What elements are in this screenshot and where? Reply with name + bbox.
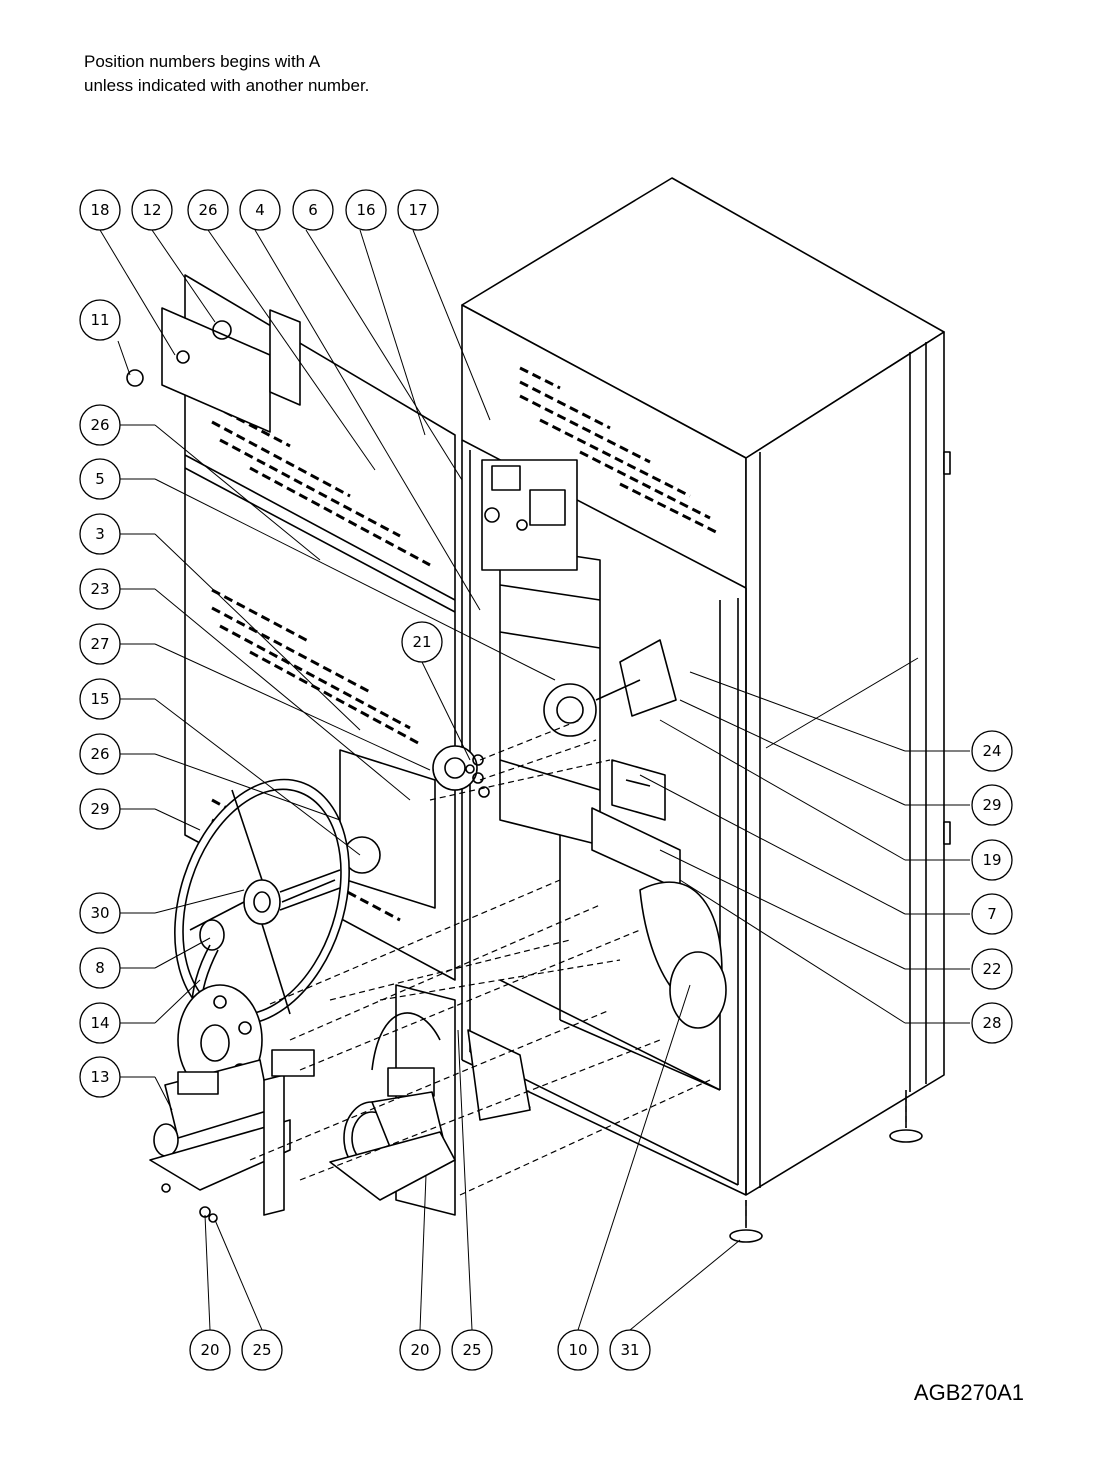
drum-pulley [174,778,350,1026]
fasteners [161,764,490,1223]
callout-label: 7 [987,905,997,923]
callout-label: 18 [90,201,109,219]
callout-bubble: 26 [79,404,121,446]
callout-bubble: 16 [345,189,387,231]
callout-bubble: 12 [131,189,173,231]
callouts-left: 11 26 5 3 23 27 15 26 29 30 8 14 13 [79,299,121,1098]
callout-bubble: 27 [79,623,121,665]
callout-label: 12 [142,201,161,219]
callout-label: 6 [308,201,318,219]
callout-bubble: 11 [79,299,121,341]
callouts-top: 18 12 26 4 6 16 17 [79,189,439,231]
callout-label: 31 [620,1341,639,1359]
callout-label: 23 [90,580,109,598]
callout-label: 25 [252,1341,271,1359]
callout-bubble: 25 [241,1329,283,1371]
callout-bubble: 3 [79,513,121,555]
callout-label: 4 [255,201,265,219]
callout-bubble: 24 [971,730,1013,772]
callout-label: 15 [90,690,109,708]
callout-bubble: 17 [397,189,439,231]
callout-bubble: 26 [79,733,121,775]
callout-bubble: 6 [292,189,334,231]
callout-bubble: 23 [79,568,121,610]
callout-label: 22 [982,960,1001,978]
callout-label: 3 [95,525,105,543]
callout-bubble: 31 [609,1329,651,1371]
callout-label: 19 [982,851,1001,869]
callout-label: 13 [90,1068,109,1086]
fan-motor [329,984,531,1216]
callout-label: 11 [90,311,109,329]
callout-label: 29 [90,800,109,818]
callout-bubble: 22 [971,948,1013,990]
callout-label: 17 [408,201,427,219]
callout-label: 26 [90,745,109,763]
callout-bubble: 10 [557,1329,599,1371]
callout-bubble: 21 [401,621,443,663]
drum-motor [149,984,315,1216]
callout-label: 30 [90,904,109,922]
callout-bubble: 29 [79,788,121,830]
callout-bubble: 20 [189,1329,231,1371]
callout-label: 27 [90,635,109,653]
callout-label: 14 [90,1014,109,1032]
callout-bubble: 29 [971,784,1013,826]
callout-bubble: 26 [187,189,229,231]
drawing-id: AGB270A1 [913,1380,1024,1405]
callout-label: 25 [462,1341,481,1359]
callout-label: 5 [95,470,105,488]
callout-bubble: 14 [79,1002,121,1044]
callout-label: 29 [982,796,1001,814]
cabinet [461,177,951,1243]
callout-label: 24 [982,742,1001,760]
callouts-bottom: 20 25 20 25 10 31 [189,1329,651,1371]
callout-label: 20 [200,1341,219,1359]
callout-label: 28 [982,1014,1001,1032]
callout-bubble: 18 [79,189,121,231]
callout-label: 21 [412,633,431,651]
callouts-right: 24 29 19 7 22 28 [971,730,1013,1044]
leader-lines [99,229,970,1331]
callout-label: 26 [90,416,109,434]
note-line-2: unless indicated with another number. [84,76,370,95]
callout-label: 8 [95,959,105,977]
callout-bubble: 4 [239,189,281,231]
callout-label: 10 [568,1341,587,1359]
callout-bubble: 20 [399,1329,441,1371]
instruction-note: Position numbers begins with A unless in… [84,50,369,98]
callout-bubble: 28 [971,1002,1013,1044]
bearing-bracket [339,745,484,909]
callout-bubble: 13 [79,1056,121,1098]
callout-bubble: 5 [79,458,121,500]
callout-bubble: 7 [971,893,1013,935]
callout-label: 20 [410,1341,429,1359]
callout-bubble: 30 [79,892,121,934]
callout-bubble: 15 [79,678,121,720]
callout-label: 16 [356,201,375,219]
callout-bubble: 25 [451,1329,493,1371]
callout-bubble: 19 [971,839,1013,881]
callout-label: 26 [198,201,217,219]
note-line-1: Position numbers begins with A [84,52,321,71]
assembly-lines [249,719,907,1228]
callout-bubble: 8 [79,947,121,989]
